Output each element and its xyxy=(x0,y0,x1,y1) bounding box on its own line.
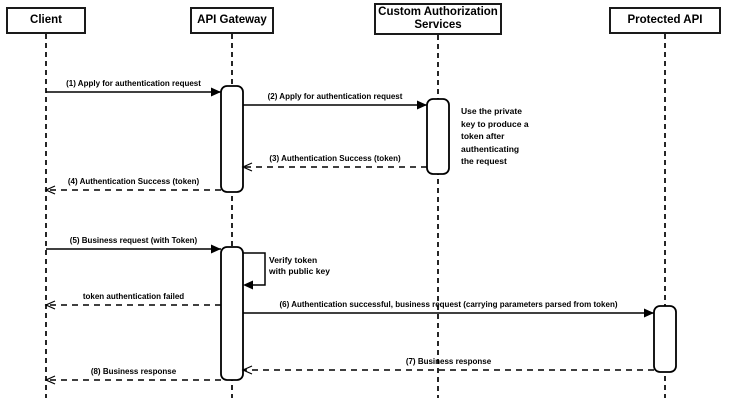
self-message-line xyxy=(243,252,266,286)
participant-client-label: Client xyxy=(30,14,62,26)
message-label: (4) Authentication Success (token) xyxy=(67,177,200,186)
message-arrowhead xyxy=(417,100,427,110)
participant-protected-api: Protected API xyxy=(609,7,721,34)
participant-protected-api-label: Protected API xyxy=(627,14,703,26)
message-arrowhead xyxy=(44,375,56,385)
self-message-label: Verify token with public key xyxy=(269,255,330,276)
message-arrowhead xyxy=(44,185,56,195)
participant-custom-authorization-services: Custom Authorization Services xyxy=(374,3,502,35)
message-label: (6) Authentication successful, business … xyxy=(279,300,618,309)
activation-bar-protected-api xyxy=(653,305,677,373)
note-text: Use the private key to produce a token a… xyxy=(461,106,529,166)
message-arrowhead xyxy=(644,308,654,318)
message-arrowhead xyxy=(44,300,56,310)
self-message-arrowhead xyxy=(243,280,253,290)
message-label: (7) Business response xyxy=(405,357,492,366)
message-arrowhead xyxy=(211,244,221,254)
message-arrowhead xyxy=(211,87,221,97)
participant-api-gateway: API Gateway xyxy=(190,7,274,34)
message-label: (5) Business request (with Token) xyxy=(69,236,198,245)
message-arrowhead xyxy=(241,365,253,375)
activation-bar-api-gateway xyxy=(220,85,244,193)
message-label: (8) Business response xyxy=(90,367,177,376)
participant-custom-authorization-services-label: Custom Authorization Services xyxy=(378,6,498,31)
participant-client: Client xyxy=(6,7,86,34)
activation-bar-custom-authorization-services xyxy=(426,98,450,175)
message-label: (1) Apply for authentication request xyxy=(66,79,201,88)
message-label: (3) Authentication Success (token) xyxy=(269,154,401,163)
message-label: (2) Apply for authentication request xyxy=(267,92,403,101)
message-arrowhead xyxy=(241,162,253,172)
message-label: token authentication failed xyxy=(82,292,185,301)
activation-bar-api-gateway xyxy=(220,246,244,381)
participant-api-gateway-label: API Gateway xyxy=(197,14,267,26)
